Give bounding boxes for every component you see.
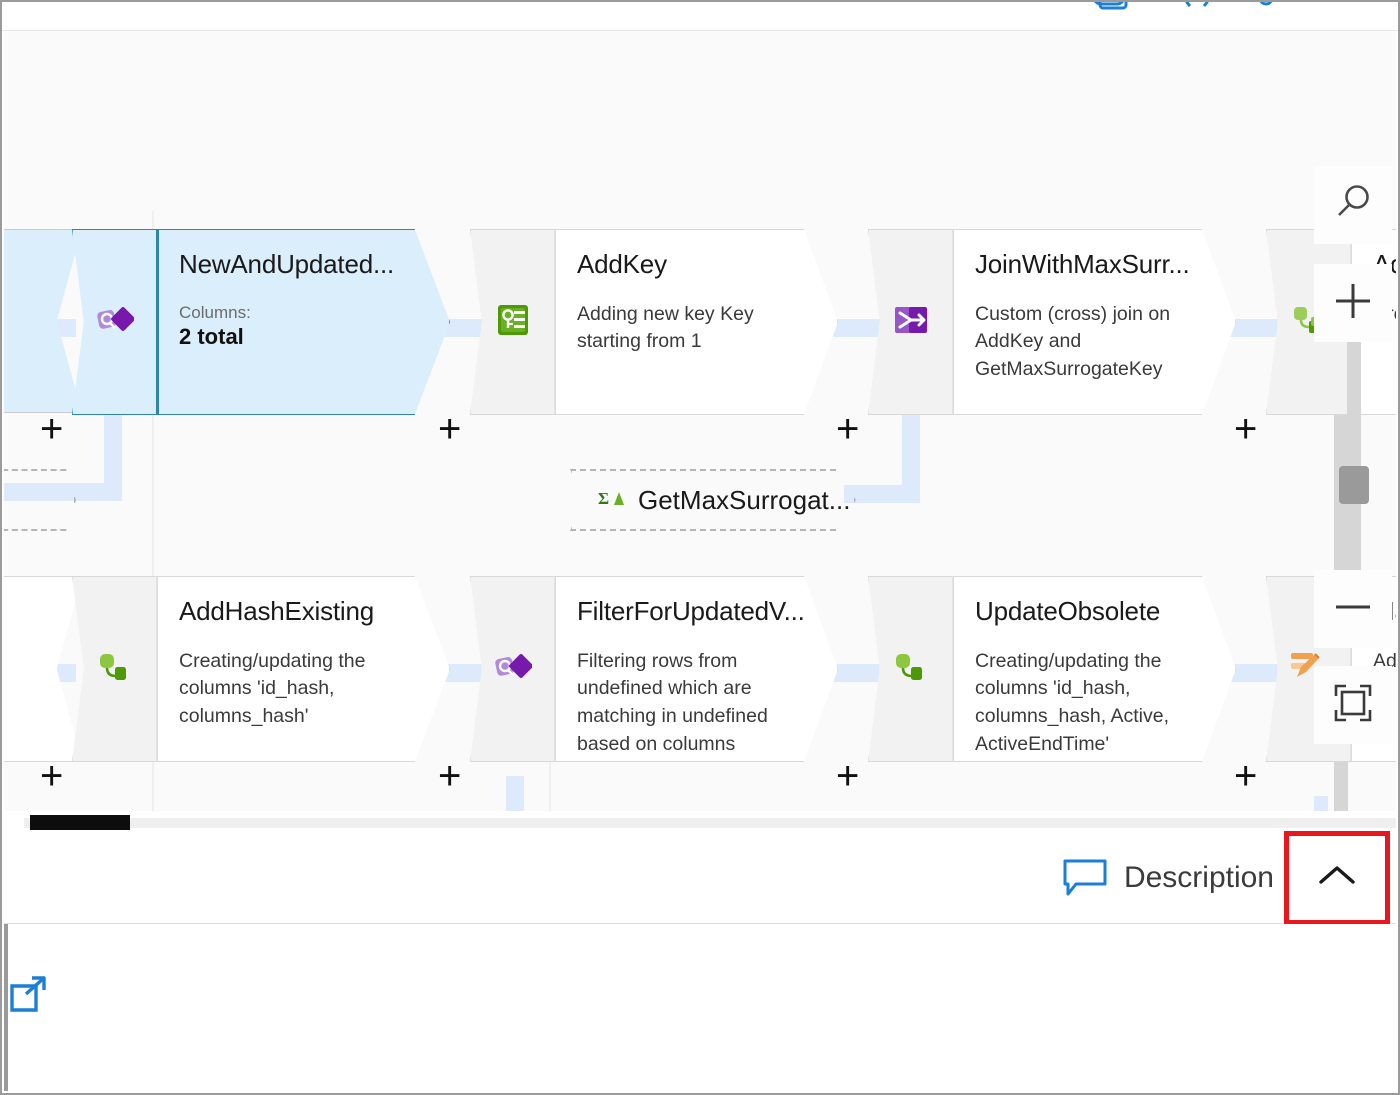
node-title: FilterForUpdatedV... xyxy=(577,596,805,626)
node-divider xyxy=(555,230,556,414)
zoom-out-button[interactable] xyxy=(1314,570,1392,648)
node-chevron xyxy=(72,229,156,415)
node-chevron xyxy=(4,576,82,762)
node-body: UpdateObsolete Creating/updating the col… xyxy=(952,576,1236,762)
connector xyxy=(506,776,524,811)
dashed-node-get-max-surrogate[interactable]: Σ GetMaxSurrogat... xyxy=(570,469,856,531)
plus-icon xyxy=(1330,278,1376,329)
node-divider xyxy=(157,577,158,761)
surrogate-key-icon xyxy=(496,303,530,342)
node-divider xyxy=(157,230,159,414)
description-label: Description xyxy=(1123,861,1274,894)
add-node-plus-button[interactable]: + xyxy=(438,754,462,798)
aggregate-icon: Σ xyxy=(598,485,626,516)
add-node-plus-button[interactable]: + xyxy=(40,754,64,798)
node-title: JoinWithMaxSurr... xyxy=(975,249,1190,279)
search-button[interactable] xyxy=(1314,166,1392,244)
canvas-horizontal-scrollbar[interactable] xyxy=(4,811,1396,833)
settings-slider-icon[interactable] xyxy=(1248,2,1302,18)
minus-icon xyxy=(1330,584,1376,635)
description-panel xyxy=(4,924,1396,1091)
node-title: AddHashExisting xyxy=(179,596,374,626)
node-partial-left-bottom[interactable] xyxy=(4,576,82,762)
open-in-new-window-icon[interactable] xyxy=(6,972,52,1023)
zoom-controls xyxy=(1314,166,1392,746)
alter-row-icon xyxy=(1290,650,1327,689)
connector xyxy=(4,483,122,501)
add-node-plus-button[interactable]: + xyxy=(1234,407,1258,451)
add-node-plus-button[interactable]: + xyxy=(1234,754,1258,798)
node-body: AddHashExisting Creating/updating the co… xyxy=(156,576,450,762)
derived-column-icon xyxy=(98,650,132,689)
derived-column-icon xyxy=(894,650,928,689)
connector xyxy=(1220,319,1290,337)
add-node-plus-button[interactable]: + xyxy=(438,407,462,451)
node-body: JoinWithMaxSurr... Custom (cross) join o… xyxy=(952,229,1236,415)
join-icon xyxy=(893,302,929,343)
node-columns-value: 2 total xyxy=(179,323,244,349)
top-toolbar xyxy=(2,2,1398,31)
comment-bubble-icon xyxy=(1062,858,1108,898)
node-title: NewAndUpdated... xyxy=(179,249,395,279)
connector xyxy=(1220,664,1290,682)
node-new-and-updated[interactable]: NewAndUpdated... Columns: 2 total xyxy=(72,229,450,415)
node-update-obsolete[interactable]: UpdateObsolete Creating/updating the col… xyxy=(868,576,1236,762)
description-bar: Description xyxy=(4,831,1396,925)
node-body: FilterForUpdatedV... Filtering rows from… xyxy=(554,576,838,762)
node-chevron xyxy=(868,229,952,415)
node-description: Filtering rows from undefined which are … xyxy=(577,649,768,755)
filter-alter-row-icon xyxy=(494,648,533,691)
add-node-plus-button[interactable]: + xyxy=(836,407,860,451)
svg-text:Σ: Σ xyxy=(598,489,609,508)
zoom-slider-thumb[interactable] xyxy=(1339,466,1369,504)
node-description: Adding new key Key starting from 1 xyxy=(577,302,754,353)
dashed-node-partial-left[interactable]: ng xyxy=(4,469,76,531)
node-partial-left[interactable] xyxy=(4,229,82,413)
node-add-hash-existing[interactable]: AddHashExisting Creating/updating the co… xyxy=(72,576,450,762)
connector xyxy=(822,319,892,337)
connector xyxy=(1314,796,1328,811)
search-icon xyxy=(1330,180,1376,231)
node-divider xyxy=(555,577,556,761)
add-node-plus-button[interactable]: + xyxy=(836,754,860,798)
node-title: UpdateObsolete xyxy=(975,596,1161,626)
node-body: NewAndUpdated... Columns: 2 total xyxy=(156,229,450,415)
node-columns-label: Columns: xyxy=(179,302,251,322)
connector xyxy=(104,411,122,501)
node-join-with-max-surr[interactable]: JoinWithMaxSurr... Custom (cross) join o… xyxy=(868,229,1236,415)
canvas-guide xyxy=(152,211,154,811)
connector xyxy=(822,664,892,682)
connector xyxy=(902,411,920,503)
node-title: AddKey xyxy=(577,249,667,279)
connector xyxy=(844,485,920,503)
node-chevron xyxy=(72,576,156,762)
fit-to-screen-icon xyxy=(1330,680,1376,731)
dataflow-canvas[interactable]: + NewAndUpdated... Columns: 2 total xyxy=(4,31,1396,811)
zoom-in-button[interactable] xyxy=(1314,264,1392,342)
node-chevron xyxy=(4,229,82,413)
rectangle-tool-icon[interactable] xyxy=(1084,2,1138,18)
chevron-up-icon xyxy=(1311,860,1363,897)
panel-left-rail xyxy=(4,924,8,1091)
node-description: Creating/updating the columns 'id_hash, … xyxy=(179,649,366,727)
scrollbar-track[interactable] xyxy=(24,818,1396,828)
node-chevron xyxy=(868,576,952,762)
node-description: Creating/updating the columns 'id_hash, … xyxy=(975,649,1170,755)
node-divider xyxy=(953,577,954,761)
description-collapse-button[interactable] xyxy=(1284,831,1390,925)
dashed-node-label: GetMaxSurrogat... xyxy=(638,484,851,515)
fit-to-screen-button[interactable] xyxy=(1314,666,1392,744)
node-body: AddKey Adding new key Key starting from … xyxy=(554,229,838,415)
node-divider xyxy=(953,230,954,414)
scrollbar-thumb[interactable] xyxy=(30,815,130,830)
node-add-key[interactable]: AddKey Adding new key Key starting from … xyxy=(470,229,838,415)
add-node-plus-button[interactable]: + xyxy=(40,407,64,451)
node-description: Custom (cross) join on AddKey and GetMax… xyxy=(975,302,1171,380)
filter-alter-row-icon xyxy=(96,301,135,344)
node-filter-for-updated[interactable]: FilterForUpdatedV... Filtering rows from… xyxy=(470,576,838,762)
node-chevron xyxy=(470,576,554,762)
parentheses-tool-icon[interactable] xyxy=(1170,2,1224,18)
node-chevron xyxy=(470,229,554,415)
